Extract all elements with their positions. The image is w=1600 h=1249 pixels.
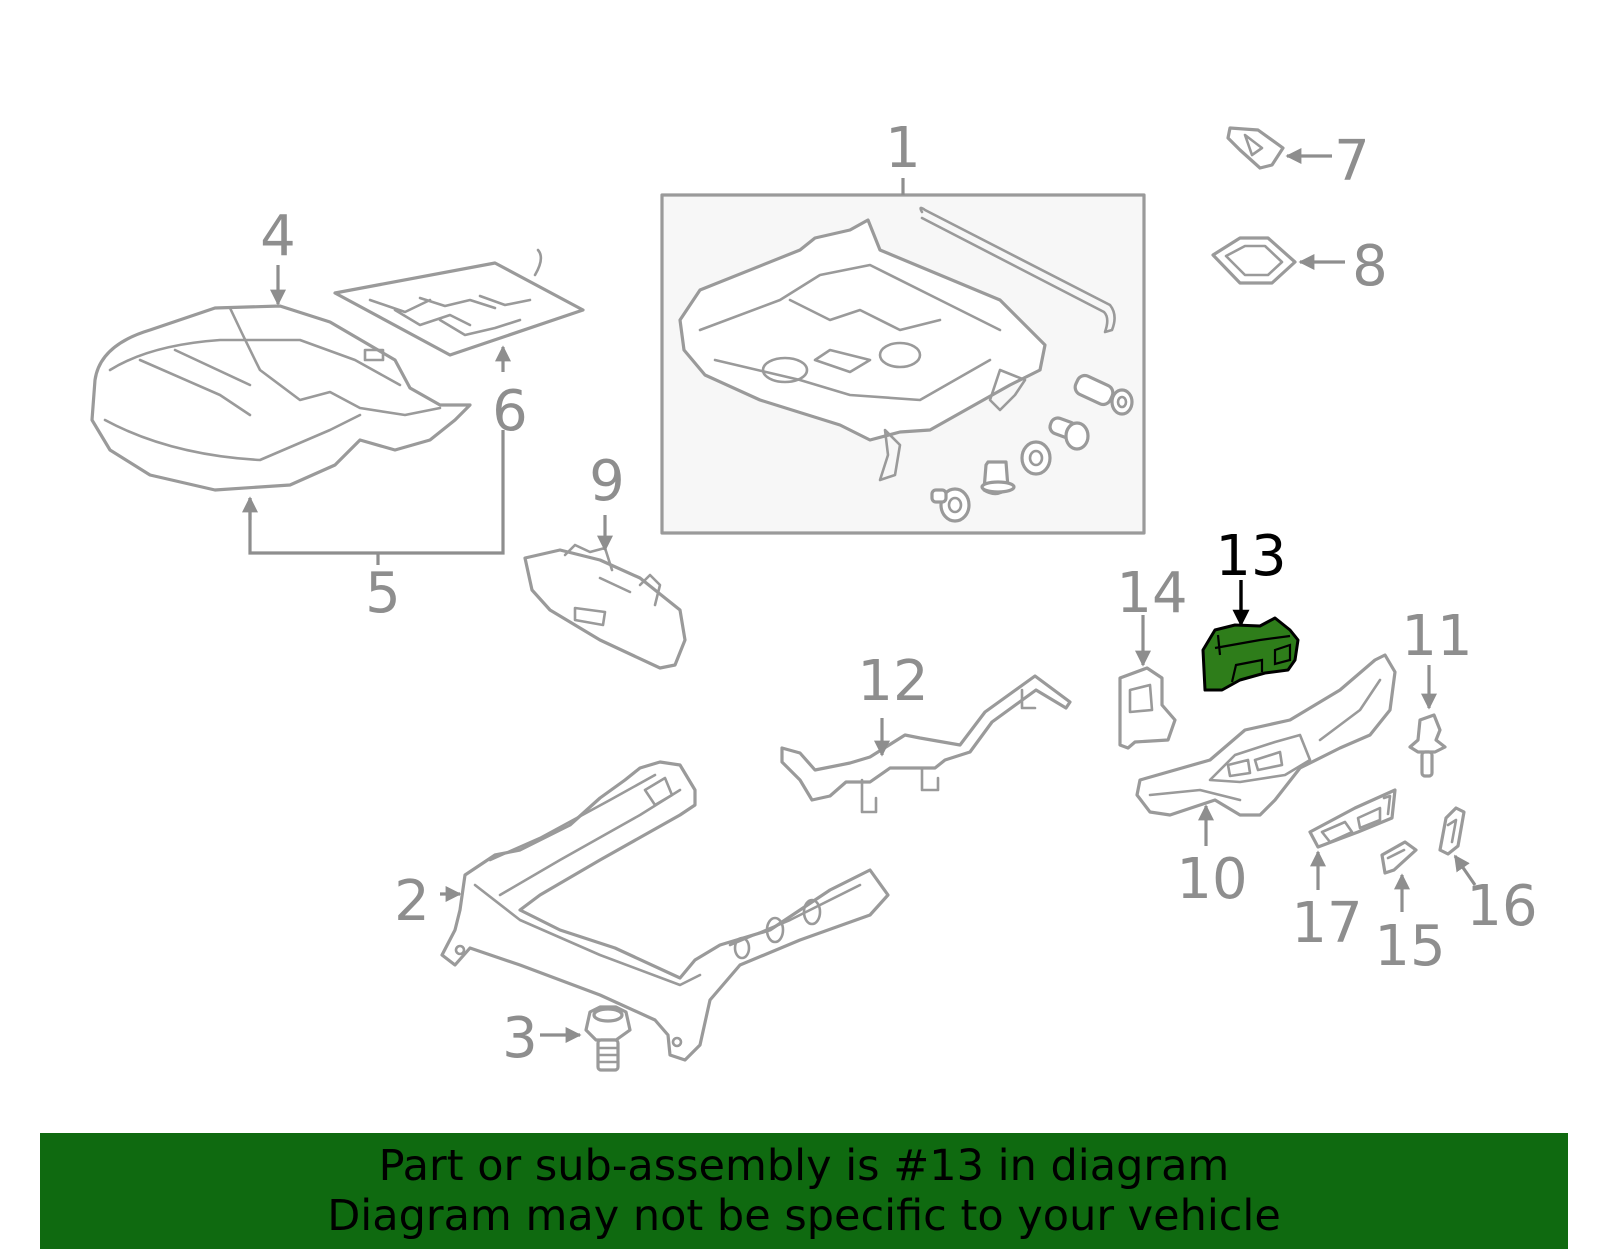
parts-diagram: 1 4 6 5 7 8 9: [90, 116, 1538, 1072]
part-2-seat-track[interactable]: [440, 760, 890, 1062]
callout-3: 3: [502, 1006, 538, 1071]
part-9-switch-bezel[interactable]: [523, 543, 687, 670]
part-12-wire-harness[interactable]: [780, 674, 1072, 814]
part-1-bolts: [930, 373, 1134, 523]
part-3-bolt[interactable]: [584, 1005, 632, 1072]
callout-6: 6: [492, 379, 528, 444]
callout-13: 13: [1215, 524, 1286, 589]
callout-1: 1: [885, 116, 921, 181]
part-6-heater-pad[interactable]: [333, 248, 585, 357]
callout-15: 15: [1374, 914, 1445, 979]
callout-10: 10: [1176, 847, 1247, 912]
callout-4: 4: [260, 204, 296, 269]
callout-14: 14: [1116, 561, 1187, 626]
part-17-switch-bezel[interactable]: [1308, 788, 1397, 849]
callout-7: 7: [1334, 129, 1370, 194]
part-7-clip[interactable]: [1226, 126, 1285, 170]
info-banner: Part or sub-assembly is #13 in diagram D…: [40, 1133, 1568, 1249]
part-14-cover[interactable]: [1118, 666, 1177, 750]
part-16-knob[interactable]: [1438, 806, 1466, 856]
part-1-seat-frame-assembly[interactable]: [660, 193, 1146, 535]
part-4-seat-cushion[interactable]: [90, 304, 472, 492]
callout-17: 17: [1291, 891, 1362, 956]
callout-16: 16: [1466, 874, 1537, 939]
callout-11: 11: [1401, 604, 1472, 669]
banner-line-1: Part or sub-assembly is #13 in diagram: [378, 1141, 1230, 1191]
banner-line-2: Diagram may not be specific to your vehi…: [327, 1191, 1281, 1241]
callout-9: 9: [589, 449, 625, 514]
part-13-seat-switch-highlighted[interactable]: [1201, 616, 1300, 692]
callout-8: 8: [1352, 234, 1388, 299]
callout-2: 2: [394, 869, 430, 934]
part-10-side-shield[interactable]: [1135, 653, 1397, 817]
callout-5: 5: [365, 561, 401, 626]
part-11-pin[interactable]: [1408, 713, 1447, 778]
part-15-knob[interactable]: [1380, 840, 1418, 875]
part-8-pad[interactable]: [1211, 236, 1297, 285]
callout-12: 12: [857, 649, 928, 714]
